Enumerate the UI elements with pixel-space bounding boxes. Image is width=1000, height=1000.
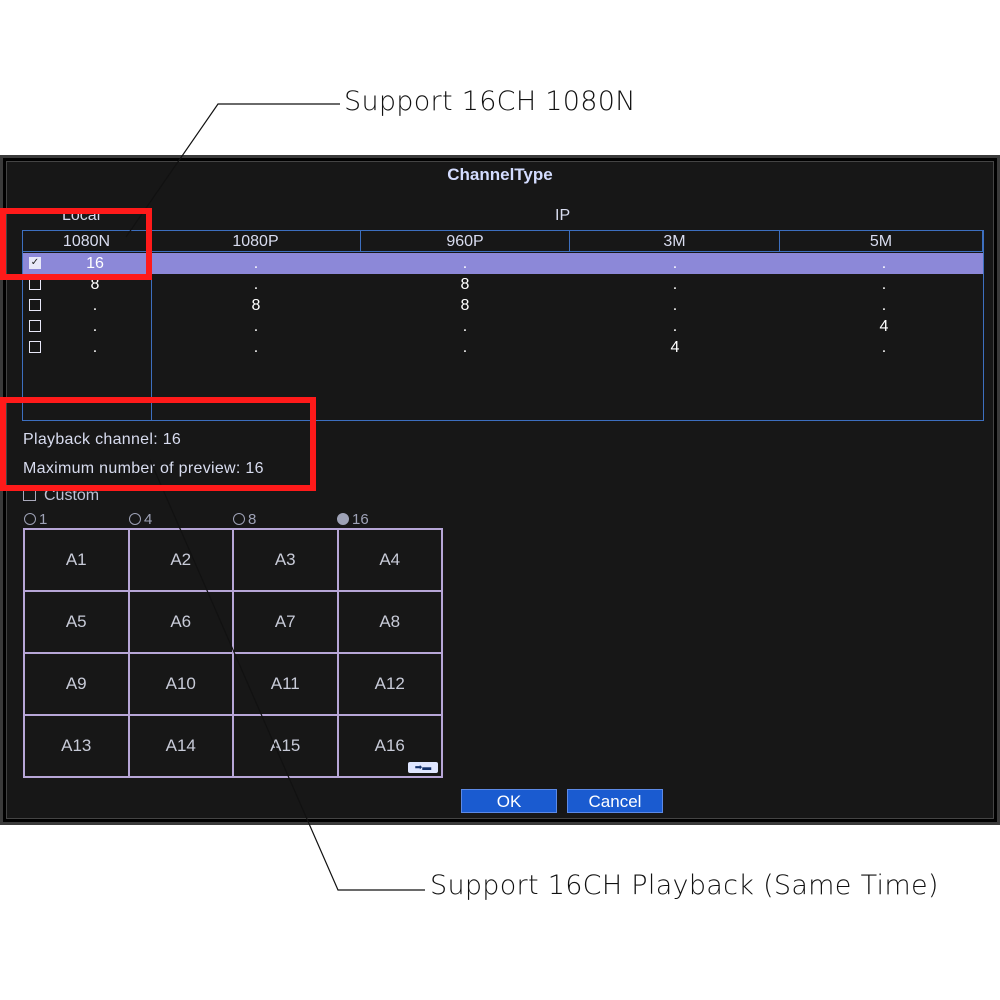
preview-cell-label: A1 <box>65 550 87 569</box>
preview-cell[interactable]: A8 <box>337 591 442 653</box>
preview-cell-label: A2 <box>170 550 192 569</box>
swap-arrow-icon[interactable]: ➡▬ <box>408 762 438 773</box>
row-checkbox[interactable] <box>29 320 41 332</box>
preview-cell[interactable]: A14 <box>128 715 233 777</box>
preview-cell[interactable]: A9 <box>24 653 129 715</box>
table-cell[interactable]: . <box>462 255 468 272</box>
column-header: 1080P <box>151 231 361 252</box>
preview-cell-label: A8 <box>379 612 401 631</box>
preview-cell[interactable]: A12 <box>337 653 442 715</box>
preview-cell-label: A9 <box>65 674 87 693</box>
table-cell[interactable]: 8 <box>90 276 100 293</box>
highlight-box-1080n <box>0 208 152 280</box>
ip-group-header: IP <box>555 207 571 224</box>
table-cell[interactable]: . <box>672 318 678 335</box>
preview-cell-label: A12 <box>374 674 405 693</box>
radio-dot-icon <box>129 513 141 525</box>
table-cell[interactable]: . <box>672 276 678 293</box>
preview-cell-label: A7 <box>274 612 296 631</box>
preview-cell[interactable]: A10 <box>128 653 233 715</box>
preview-cell-label: A5 <box>65 612 87 631</box>
preview-cell[interactable]: A16➡▬ <box>337 715 442 777</box>
radio-split-4[interactable]: 4 <box>129 511 152 528</box>
local-ip-divider <box>151 231 152 420</box>
radio-label: 1 <box>39 511 48 528</box>
ok-button[interactable]: OK <box>461 789 557 813</box>
playback-channel-text: Playback channel: 16 <box>23 431 182 448</box>
table-cell[interactable]: . <box>92 318 98 335</box>
radio-label: 16 <box>352 511 369 528</box>
table-cell[interactable]: . <box>253 318 259 335</box>
preview-cell[interactable]: A11 <box>233 653 338 715</box>
preview-cell-label: A13 <box>61 736 92 755</box>
table-cell[interactable]: . <box>672 297 678 314</box>
table-cell[interactable]: 4 <box>670 339 680 356</box>
table-cell[interactable]: . <box>672 255 678 272</box>
preview-cell[interactable]: A15 <box>233 715 338 777</box>
selected-row-highlight <box>23 253 983 274</box>
radio-split-1[interactable]: 1 <box>24 511 47 528</box>
preview-cell[interactable]: A3 <box>233 529 338 591</box>
column-header: 3M <box>570 231 780 252</box>
cancel-button[interactable]: Cancel <box>567 789 663 813</box>
column-header: 5M <box>780 231 983 252</box>
table-cell[interactable]: 4 <box>879 318 889 335</box>
highlight-box-playback <box>0 397 316 491</box>
row-checkbox[interactable] <box>29 299 41 311</box>
preview-cell[interactable]: A1 <box>24 529 129 591</box>
row-checkbox[interactable] <box>29 341 41 353</box>
preview-cell-label: A14 <box>165 736 196 755</box>
table-cell[interactable]: . <box>92 339 98 356</box>
preview-cell[interactable]: A6 <box>128 591 233 653</box>
table-cell[interactable]: . <box>881 339 887 356</box>
table-cell[interactable]: 8 <box>251 297 261 314</box>
radio-split-16[interactable]: 16 <box>337 511 369 528</box>
table-cell[interactable]: . <box>253 255 259 272</box>
table-cell[interactable]: . <box>881 255 887 272</box>
preview-cell[interactable]: A7 <box>233 591 338 653</box>
preview-cell[interactable]: A13 <box>24 715 129 777</box>
dialog-title: ChannelType <box>447 165 553 184</box>
custom-label: Custom <box>44 487 100 504</box>
column-header: 960P <box>361 231 570 252</box>
preview-cell[interactable]: A5 <box>24 591 129 653</box>
callout-bottom-text: Support 16CH Playback (Same Time) <box>430 870 939 901</box>
radio-label: 4 <box>144 511 153 528</box>
table-cell[interactable]: 8 <box>460 276 470 293</box>
radio-label: 8 <box>248 511 257 528</box>
table-cell[interactable]: . <box>253 276 259 293</box>
preview-cell-label: A10 <box>165 674 196 693</box>
table-cell[interactable]: . <box>881 276 887 293</box>
preview-cell-label: A6 <box>170 612 192 631</box>
table-cell[interactable]: . <box>92 297 98 314</box>
radio-dot-icon <box>233 513 245 525</box>
preview-cell-label: A3 <box>274 550 296 569</box>
table-cell[interactable]: . <box>253 339 259 356</box>
preview-cell-label: A11 <box>270 674 300 693</box>
radio-dot-icon <box>337 513 349 525</box>
preview-cell[interactable]: A4 <box>337 529 442 591</box>
preview-cell-label: A4 <box>379 550 401 569</box>
radio-split-8[interactable]: 8 <box>233 511 256 528</box>
preview-cell-label: A16 <box>374 736 405 755</box>
table-cell[interactable]: 8 <box>460 297 470 314</box>
callout-top-text: Support 16CH 1080N <box>344 86 636 117</box>
preview-cell-label: A15 <box>270 736 301 755</box>
table-cell[interactable]: 16 <box>86 255 104 272</box>
table-cell[interactable]: . <box>881 297 887 314</box>
preview-cell[interactable]: A2 <box>128 529 233 591</box>
radio-dot-icon <box>24 513 36 525</box>
table-cell[interactable]: . <box>462 339 468 356</box>
row-checkbox[interactable]: ✓ <box>29 257 41 269</box>
table-cell[interactable]: . <box>462 318 468 335</box>
